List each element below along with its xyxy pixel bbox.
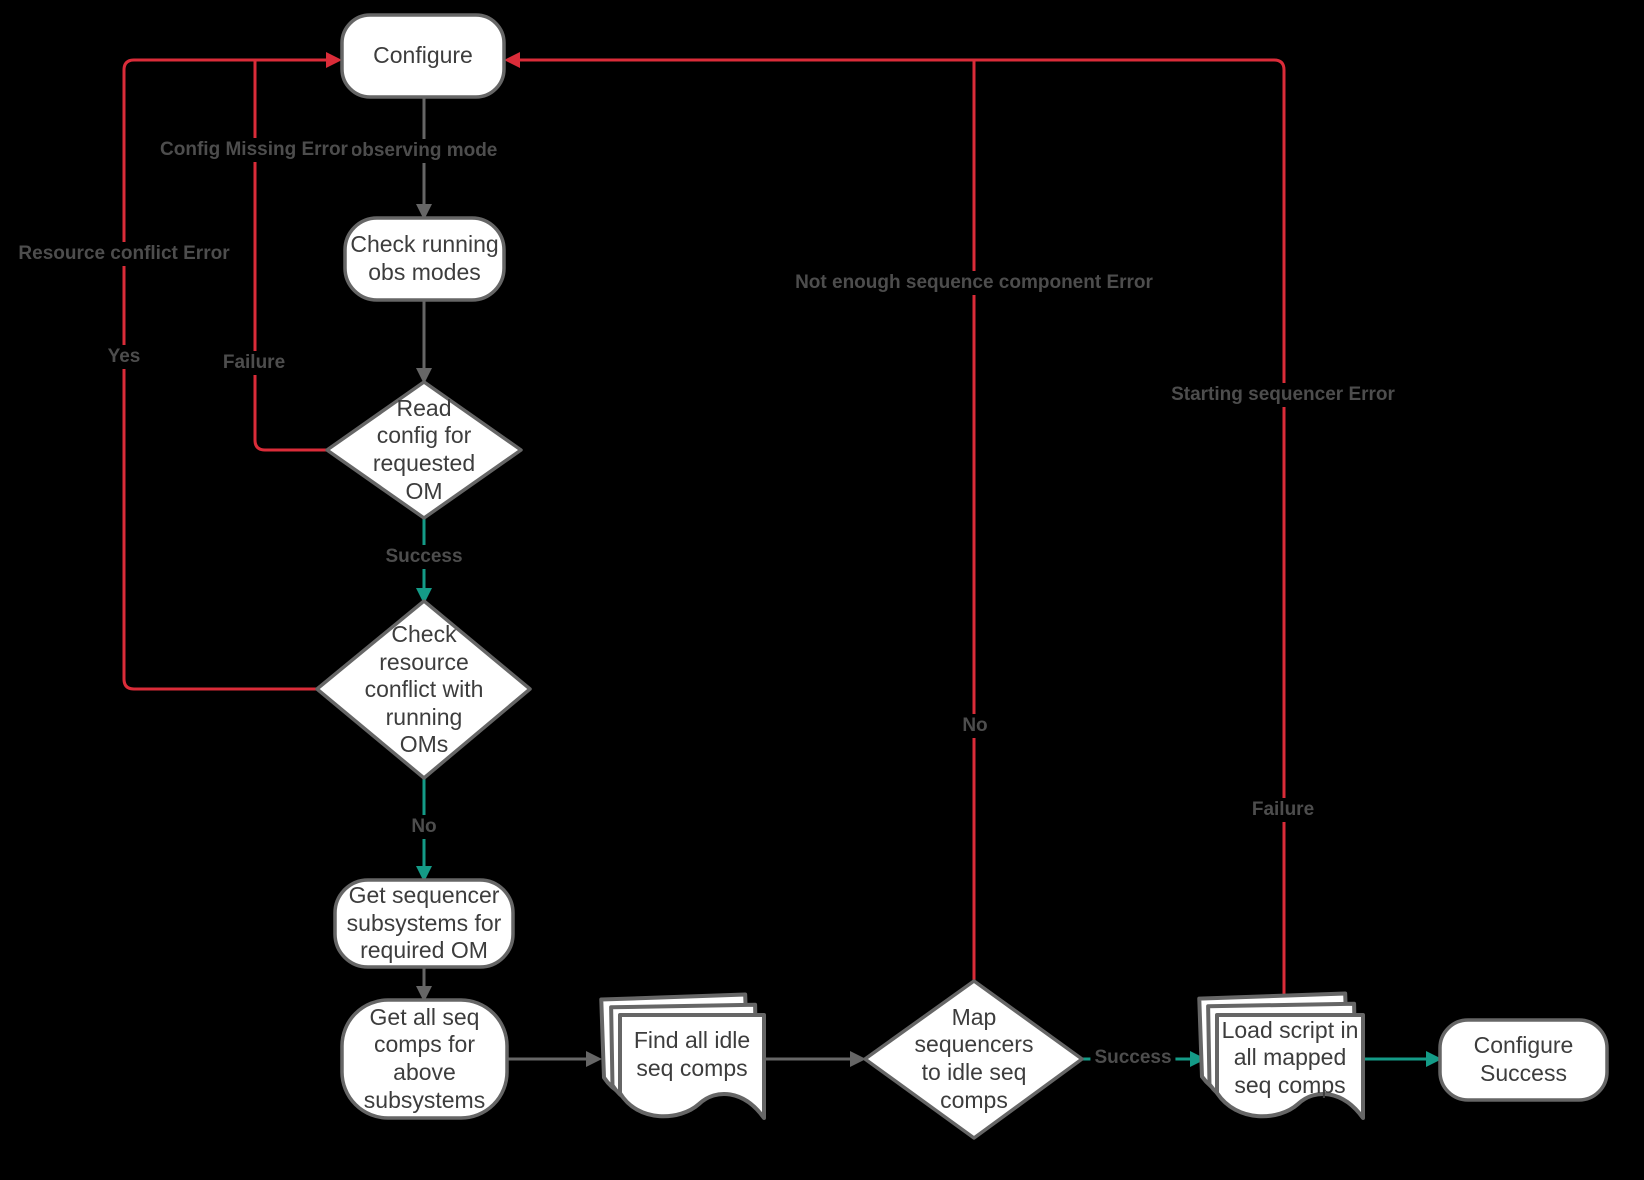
arrowhead-find-idle: [586, 1051, 602, 1067]
node-shape-get-subsystems: [333, 878, 515, 969]
document-page-front: [618, 1013, 766, 1120]
multi-document-find-idle: [599, 992, 766, 1120]
node-shape-configure-success: [1438, 1018, 1609, 1102]
edge-resource-conflict-error: [122, 58, 328, 691]
arrowhead-get-subsystems: [416, 866, 432, 882]
node-shape-configure: [340, 13, 506, 99]
node-shape-get-seq-comps: [340, 998, 509, 1120]
arrowhead-load-script: [1190, 1051, 1206, 1067]
arrowhead-read-config: [416, 368, 432, 384]
arrowhead-into-configure-left: [326, 52, 342, 68]
edge-config-missing-error: [253, 58, 329, 452]
arrowhead-into-configure-right: [504, 52, 520, 68]
arrowhead-map-sequencers: [850, 1051, 866, 1067]
document-page-front: [1215, 1013, 1365, 1120]
decision-shape-read-config: [325, 380, 523, 520]
arrowhead-check-running: [416, 204, 432, 220]
edge-starting-sequencer-error: [518, 58, 1286, 998]
arrowhead-check-resource: [416, 588, 432, 604]
arrowhead-get-seq-comps: [416, 986, 432, 1002]
arrowhead-configure-success: [1426, 1051, 1442, 1067]
decision-shape-check-resource: [315, 599, 532, 780]
node-shape-check-running: [343, 216, 506, 302]
multi-document-load-script: [1197, 991, 1365, 1120]
decision-shape-map-sequencers: [863, 979, 1084, 1140]
